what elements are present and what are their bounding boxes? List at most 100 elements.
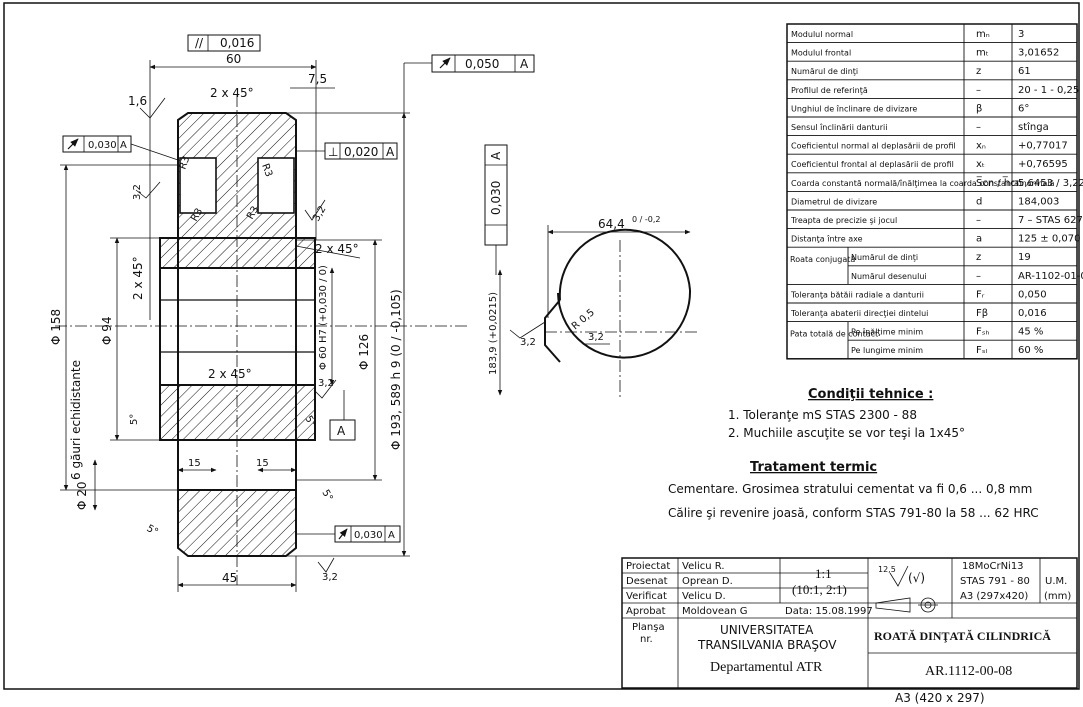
svg-text:⊥: ⊥ — [328, 145, 338, 159]
key-tol: 0 / -0,2 — [632, 215, 660, 224]
param-symbol: – — [976, 271, 981, 282]
param-symbol: – — [976, 122, 981, 133]
param-value: 125 ± 0,070 — [1018, 234, 1080, 245]
key-radius: R 0,5 — [570, 307, 597, 332]
param-symbol: S̅cn / h̅cn — [976, 176, 1022, 189]
param-name: Numărul de dinţi — [851, 253, 918, 262]
chamfer-vertical: 2 x 45° — [131, 256, 145, 300]
param-value: 20 - 1 - 0,25 — [1018, 85, 1079, 96]
chamfer-bottom: 2 x 45° — [208, 367, 252, 381]
sheet-border — [3, 2, 1080, 690]
chamfer-top: 2 x 45° — [210, 86, 254, 100]
param-value: 5,6453 / 3,2229 — [1018, 178, 1083, 189]
datum-a-top: A — [520, 57, 529, 71]
param-value: 7 – STAS 6273 - 81 — [1018, 215, 1083, 226]
dia-193: Φ 193, 589 h 9 (0 / -0,105) — [389, 289, 403, 450]
group-pata: Pata totală de contact — [790, 330, 878, 339]
dia-158: Φ 158 — [49, 309, 63, 345]
roughness-3-2-bottom: 3,2 — [322, 572, 338, 583]
param-name: Distanţa între axe — [791, 235, 863, 244]
r3-a: R3 — [177, 155, 192, 171]
param-symbol: β — [976, 103, 982, 114]
gear-section — [55, 95, 470, 585]
dim-0050: 0,050 — [465, 57, 499, 71]
param-symbol: – — [976, 215, 981, 226]
chamfer-mid: 2 x 45° — [315, 242, 359, 256]
param-name: Numărul desenului — [851, 272, 927, 281]
param-symbol: xₙ — [976, 141, 986, 152]
dim-0030-vertical: 0,030 — [489, 181, 503, 215]
angle-5-c: 5° — [319, 488, 334, 503]
sheet-format: A3 (420 x 297) — [895, 691, 985, 705]
web-top-hatch — [159, 237, 316, 269]
param-value: 61 — [1018, 66, 1031, 77]
role-desenat: Desenat — [626, 576, 668, 587]
param-symbol: Fₛₗ — [976, 345, 987, 356]
material-std: STAS 791 - 80 — [960, 576, 1030, 587]
roughness-3-2-c: 3,2 — [318, 378, 334, 389]
dim-0030-left: 0,030 — [88, 140, 117, 151]
roughness-3-2-b: 3,2 — [311, 204, 328, 223]
university-line-2: TRANSILVANIA BRAŞOV — [697, 638, 837, 652]
roughness-general: 12,5 — [878, 565, 896, 574]
param-symbol: mₙ — [976, 29, 990, 40]
param-value: 0,050 — [1018, 289, 1047, 300]
holes-note: 6 găuri echidistante — [69, 360, 83, 480]
part-name: ROATĂ DINŢATĂ CILINDRICĂ — [874, 629, 1051, 643]
param-symbol: z — [976, 66, 981, 77]
key-width: 64,4 — [598, 217, 625, 231]
roughness-key-b: 3,2 — [588, 332, 604, 343]
datum-a-vertical: A — [489, 151, 503, 160]
param-value: 184,003 — [1018, 196, 1059, 207]
r3-b: R3 — [259, 162, 274, 178]
group-roata: Roata conjugată — [790, 255, 855, 264]
param-symbol: z — [976, 252, 981, 263]
plansa-nr: nr. — [640, 634, 653, 645]
dim-7-5: 7,5 — [308, 72, 327, 86]
param-name: Pe lungime minim — [851, 346, 923, 355]
name-desenat: Oprean D. — [682, 576, 733, 587]
gear-dimensions: // 0,016 60 7,5 2 x 45° 1,6 0,050 A 0,03… — [49, 34, 535, 592]
svg-text://: // — [195, 36, 204, 50]
treatment-line-2: Călire şi revenire joasă, conform STAS 7… — [668, 506, 1039, 520]
param-name: Treapta de precizie şi jocul — [790, 216, 897, 225]
name-proiectat: Velicu R. — [682, 561, 725, 572]
datum-a-bottom: A — [388, 530, 395, 541]
param-name: Diametrul de divizare — [791, 197, 877, 206]
roughness-1-6: 1,6 — [128, 94, 147, 108]
param-value: 3,01652 — [1018, 48, 1059, 59]
dim-0020: 0,020 — [344, 145, 378, 159]
param-value: +0,76595 — [1018, 159, 1068, 170]
dia-20: Φ 20 — [75, 481, 89, 510]
dim-15-b: 15 — [256, 458, 269, 469]
treatment-line-1: Cementare. Grosimea stratului cementat v… — [668, 482, 1032, 496]
part-code: AR.1112-00-08 — [925, 664, 1012, 679]
param-value: stînga — [1018, 121, 1049, 133]
title-block: Proiectat Desenat Verificat Aprobat Veli… — [621, 557, 1078, 689]
role-verificat: Verificat — [626, 591, 667, 602]
angle-5-b: 5° — [302, 414, 317, 429]
key-height: 183,9 (+0,0215) — [488, 292, 499, 375]
conditions-title: Condiţii tehnice : — [808, 387, 933, 402]
angle-5-d: 5° — [145, 523, 160, 538]
param-symbol: d — [976, 196, 982, 207]
param-symbol: Fβ — [976, 308, 988, 319]
param-value: 0,016 — [1018, 308, 1047, 319]
condition-2: 2. Muchiile ascuţite se vor teşi la 1x45… — [728, 426, 965, 440]
param-name: Unghiul de înclinare de divizare — [791, 104, 917, 113]
dim-0030-bottom: 0,030 — [354, 530, 383, 541]
svg-text:(√): (√) — [908, 571, 925, 585]
param-name: Toleranţa abaterii direcţiei dintelui — [790, 309, 928, 318]
unit-value: (mm) — [1044, 591, 1071, 602]
param-value: 6° — [1018, 103, 1029, 114]
param-name: Numărul de dinţi — [791, 67, 858, 76]
datum-a-box: A — [337, 424, 346, 438]
param-symbol: a — [976, 234, 982, 245]
roughness-3-2-a: 3,2 — [132, 184, 143, 200]
param-name: Coeficientul frontal al deplasării de pr… — [791, 160, 954, 169]
condition-1: 1. Toleranţe mS STAS 2300 - 88 — [728, 408, 917, 422]
name-aprobat: Moldovean G — [682, 606, 747, 617]
dia-94: Φ 94 — [100, 316, 114, 345]
